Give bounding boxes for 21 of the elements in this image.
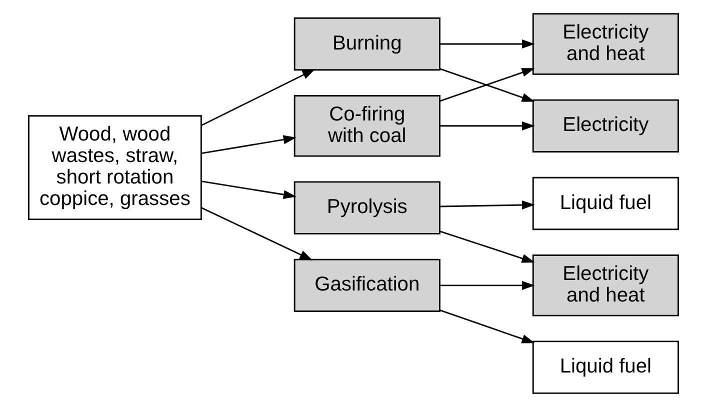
node-box: Burning xyxy=(294,17,440,71)
node-box: Pyrolysis xyxy=(294,181,440,234)
node-box: Liquid fuel xyxy=(532,340,679,394)
arrow xyxy=(440,230,535,263)
node-box: Wood, wood wastes, straw, short rotation coppice, grasses xyxy=(28,115,202,220)
node-box: Electricity xyxy=(532,99,679,152)
node-box: Electricity and heat xyxy=(532,13,679,75)
node-box: Co-firing with coal xyxy=(294,95,440,157)
arrow xyxy=(201,135,296,154)
arrow xyxy=(440,200,535,210)
arrow xyxy=(201,180,296,200)
arrow xyxy=(440,68,535,102)
arrow xyxy=(440,310,535,344)
arrow xyxy=(440,39,535,49)
arrow xyxy=(440,121,535,130)
arrow xyxy=(201,69,316,126)
node-box: Liquid fuel xyxy=(532,176,679,230)
arrow xyxy=(440,280,535,290)
arrow xyxy=(201,207,313,260)
node-box: Electricity and heat xyxy=(532,254,679,316)
node-box: Gasification xyxy=(294,258,440,312)
